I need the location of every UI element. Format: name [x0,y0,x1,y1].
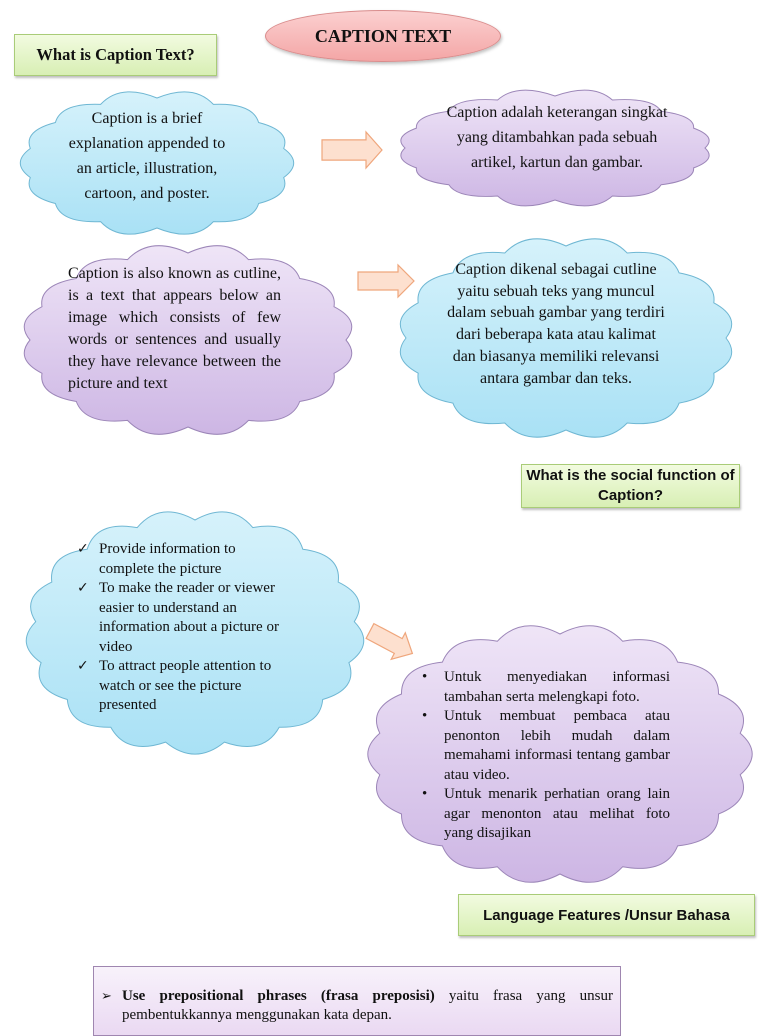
title-oval: CAPTION TEXT [265,10,501,62]
cloud-shape-cutline-id [399,238,733,438]
right-arrow-icon [357,263,415,299]
functions-id-list: Untuk menyediakan informasi tambahan ser… [418,668,670,844]
functions-en-item: To attract people attention to watch or … [75,657,290,716]
cloud-cutline-en: Caption is also known as cutline, is a t… [68,265,281,392]
language-features-box: ➢ Use prepositional phrases (frasa prepo… [93,966,621,1036]
heading-language-features: Language Features /Unsur Bahasa [458,894,755,936]
functions-en-item: Provide information to complete the pict… [75,540,290,579]
language-features-bold: Use prepositional phrases (frasa preposi… [122,988,435,1004]
language-features-item: ➢ Use prepositional phrases (frasa prepo… [101,987,613,1025]
cloud-shape-cutline-en [23,245,353,435]
arrow-bullet-icon: ➢ [101,989,112,1004]
cloud-definition-en: Caption is a brief explanation appended … [68,110,226,202]
cloud-functions-en: Provide information to complete the pict… [75,540,290,716]
right-arrow-icon [321,130,383,170]
heading-social-function: What is the social function of Caption? [521,464,740,508]
functions-id-item: Untuk membuat pembaca atau penonton lebi… [418,707,670,785]
heading-language-features-text: Language Features /Unsur Bahasa [483,906,730,924]
functions-en-list: Provide information to complete the pict… [75,540,290,716]
functions-id-item: Untuk menyediakan informasi tambahan ser… [418,668,670,707]
heading-what-is-caption-text: What is Caption Text? [36,45,195,64]
functions-id-item: Untuk menarik perhatian orang lain agar … [418,785,670,844]
cloud-cutline-id: Caption dikenal sebagai cutline yaitu se… [447,261,665,387]
language-features-text: Use prepositional phrases (frasa preposi… [122,987,613,1025]
diagonal-arrow-icon [365,622,414,661]
cloud-shape-definition-en [19,91,295,235]
functions-en-item: To make the reader or viewer easier to u… [75,579,290,657]
cloud-shape-definition-id [400,89,710,207]
cloud-definition-id: Caption adalah keterangan singkat yang d… [446,104,668,171]
heading-what-is-caption: What is Caption Text? [14,34,217,76]
cloud-functions-id: Untuk menyediakan informasi tambahan ser… [418,668,670,844]
heading-social-function-text: What is the social function of Caption? [526,467,735,504]
page-title: CAPTION TEXT [314,25,452,46]
language-features-rest: yaitu frasa yang unsur pembentukkannya m… [122,988,613,1023]
